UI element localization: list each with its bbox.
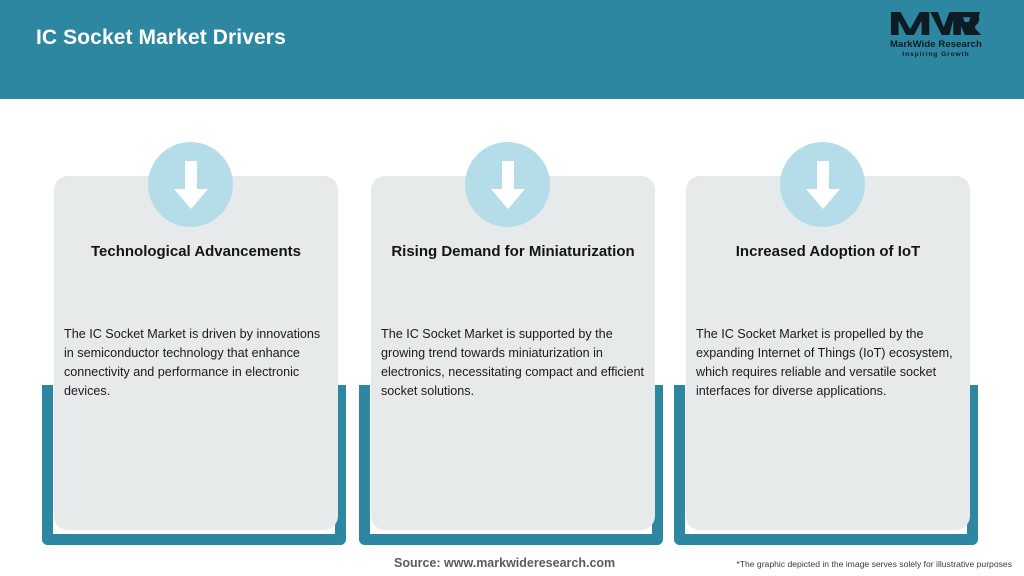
card-frame-accent — [42, 385, 346, 545]
card-title: Technological Advancements — [90, 243, 302, 260]
card-title: Increased Adoption of IoT — [735, 243, 921, 260]
logo-company-name: MarkWide Research — [890, 39, 982, 50]
card-description: The IC Socket Market is propelled by the… — [696, 327, 953, 399]
card-frame-accent — [674, 385, 978, 545]
card-description: The IC Socket Market is supported by the… — [381, 327, 644, 399]
drivers-card-group: Technological Advancements The IC Socket… — [0, 99, 1024, 545]
logo-tagline: Inspiring Growth — [902, 50, 970, 58]
driver-card-1[interactable]: Technological Advancements The IC Socket… — [30, 99, 360, 545]
disclaimer-note: *The graphic depicted in the image serve… — [736, 559, 1012, 569]
card-icon-badge — [780, 142, 865, 227]
source-label: Source: www.markwideresearch.com — [394, 556, 616, 570]
driver-card-2[interactable]: Rising Demand for Miniaturization The IC… — [347, 99, 677, 545]
page-header: IC Socket Market Drivers MarkWide Resear… — [0, 0, 1024, 99]
card-panel — [686, 176, 970, 530]
card-panel — [371, 176, 655, 530]
card-description: The IC Socket Market is driven by innova… — [64, 327, 321, 399]
brand-logo: MarkWide Research Inspiring Growth — [870, 8, 1002, 70]
page-title: IC Socket Market Drivers — [36, 26, 286, 49]
arrow-down-icon — [805, 160, 840, 209]
driver-card-3[interactable]: Increased Adoption of IoT The IC Socket … — [662, 99, 992, 545]
arrow-down-icon — [173, 160, 208, 209]
arrow-down-icon — [490, 160, 525, 209]
card-frame-accent — [359, 385, 663, 545]
mwr-logo-icon — [890, 11, 982, 36]
card-icon-badge — [465, 142, 550, 227]
card-icon-badge — [148, 142, 233, 227]
card-title: Rising Demand for Miniaturization — [391, 243, 635, 260]
card-panel — [54, 176, 338, 530]
